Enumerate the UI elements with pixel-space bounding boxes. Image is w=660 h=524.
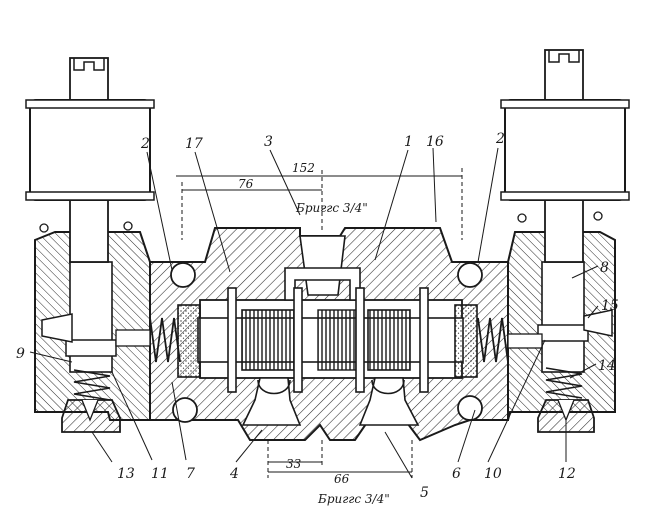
callout-10: 10 <box>484 466 502 482</box>
right-solenoid-coil <box>504 99 626 201</box>
thread-labels: Бриггс 3/4" Бриггс 3/4" <box>295 201 390 506</box>
left-pilot-block <box>25 57 155 433</box>
callout-17: 17 <box>185 136 203 152</box>
spool-assembly <box>149 287 509 393</box>
callout-13: 13 <box>117 466 135 482</box>
dimension-152: 152 <box>292 161 315 175</box>
callout-7: 7 <box>186 466 195 482</box>
callout-15: 15 <box>601 298 619 314</box>
bellows-left <box>241 309 295 371</box>
bellows-center <box>317 309 357 371</box>
dimension-66: 66 <box>334 472 350 486</box>
seal-right <box>454 304 478 378</box>
thread-spec-bottom: Бриггс 3/4" <box>317 492 390 506</box>
seal-left <box>177 304 201 378</box>
dimension-33: 33 <box>286 457 302 471</box>
callout-16: 16 <box>426 134 444 150</box>
callout-5: 5 <box>420 485 429 501</box>
spring-right <box>477 317 509 363</box>
callout-8: 8 <box>600 260 609 276</box>
callout-9: 9 <box>16 346 25 362</box>
callout-6: 6 <box>452 466 461 482</box>
callout-12: 12 <box>558 466 576 482</box>
callout-3: 3 <box>264 134 273 150</box>
leader-lines <box>29 147 599 479</box>
thread-spec-top: Бриггс 3/4" <box>295 201 368 215</box>
callout-4: 4 <box>229 466 239 482</box>
dimension-labels: 152 76 33 66 <box>238 161 350 486</box>
right-pilot-block <box>500 49 630 433</box>
callout-1: 1 <box>404 134 413 150</box>
callout-2-right: 2 <box>495 131 505 147</box>
bellows-right <box>367 309 411 371</box>
dimension-76: 76 <box>238 177 254 191</box>
callout-labels: 2 17 3 1 16 2 8 15 14 9 13 11 7 4 5 6 10… <box>16 131 619 501</box>
spring-left <box>149 317 181 363</box>
left-solenoid-coil <box>29 99 151 201</box>
callout-11: 11 <box>151 466 169 482</box>
dimension-lines <box>176 168 463 478</box>
callout-2-left: 2 <box>140 136 150 152</box>
callout-14: 14 <box>598 358 616 374</box>
